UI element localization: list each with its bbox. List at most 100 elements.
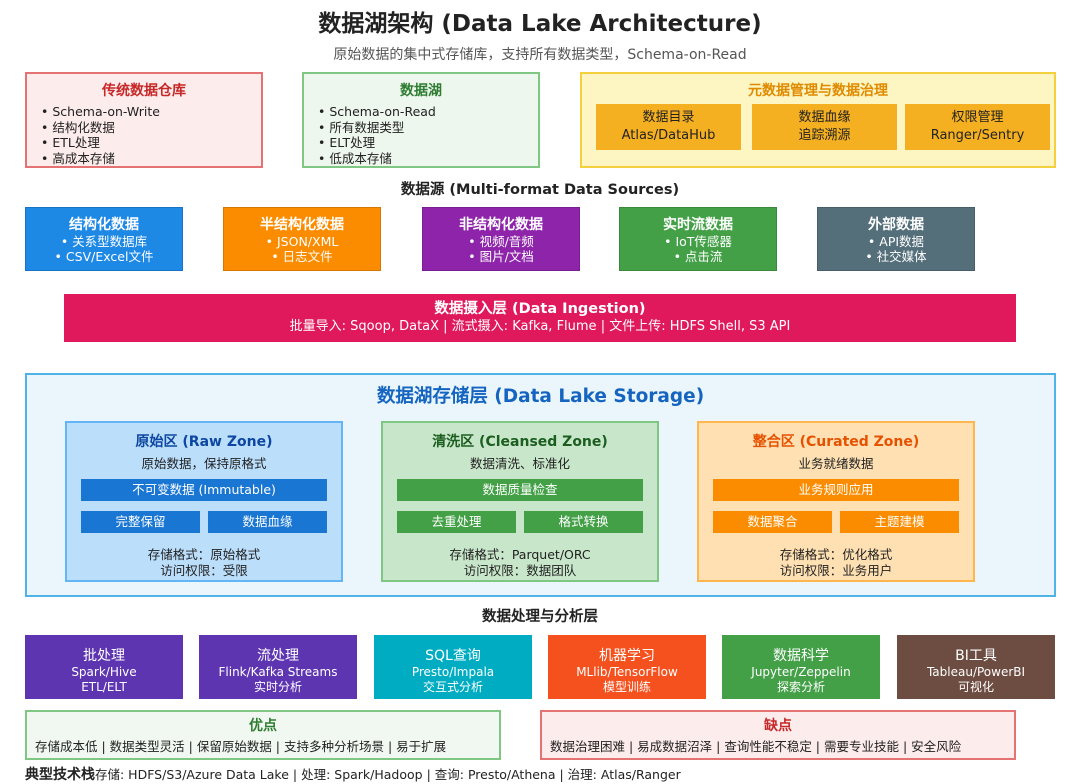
processing-label: 数据处理与分析层 bbox=[482, 609, 598, 625]
tech-text: 存储: HDFS/S3/Azure Data Lake | 处理: Spark/… bbox=[95, 767, 681, 782]
zone-subbar-right: 主题建模 bbox=[840, 511, 959, 533]
source-line: • 关系型数据库 bbox=[60, 234, 148, 249]
zone-footer: 存储格式：优化格式 访问权限：业务用户 bbox=[699, 547, 973, 579]
proc-stream: 流处理 Flink/Kafka Streams 实时分析 bbox=[199, 635, 357, 699]
diagram-title: 数据湖架构 (Data Lake Architecture) bbox=[318, 11, 762, 37]
proc-line: Jupyter/Zeppelin bbox=[751, 665, 851, 679]
proc-title: SQL查询 bbox=[425, 648, 481, 664]
metadata-title: 元数据管理与数据治理 bbox=[748, 83, 888, 99]
zone-subbar-right: 数据血缘 bbox=[208, 511, 327, 533]
lineage-desc: 追踪溯源 bbox=[798, 128, 851, 143]
ingestion-layer: 数据摄入层 (Data Ingestion) 批量导入: Sqoop, Data… bbox=[64, 294, 1016, 342]
proc-ml: 机器学习 MLlib/TensorFlow 模型训练 bbox=[548, 635, 706, 699]
warehouse-item: Schema-on-Write bbox=[41, 104, 247, 120]
zone-desc: 业务就绪数据 bbox=[798, 456, 874, 471]
source-structured: 结构化数据 • 关系型数据库 • CSV/Excel文件 bbox=[25, 207, 183, 271]
warehouse-title: 传统数据仓库 bbox=[102, 83, 186, 99]
catalog-box: 数据目录 Atlas/DataHub bbox=[596, 104, 741, 150]
tech-stack: 典型技术栈存储: HDFS/S3/Azure Data Lake | 处理: S… bbox=[25, 764, 1065, 784]
zone-desc: 数据清洗、标准化 bbox=[469, 456, 570, 471]
zone-format: 存储格式：优化格式 bbox=[779, 547, 893, 562]
zone-title: 原始区 (Raw Zone) bbox=[135, 434, 273, 450]
proc-batch: 批处理 Spark/Hive ETL/ELT bbox=[25, 635, 183, 699]
source-line: • 视频/音频 bbox=[468, 234, 534, 249]
lake-item: Schema-on-Read bbox=[318, 104, 524, 120]
zone-bar: 数据质量检查 bbox=[397, 479, 643, 501]
source-line: • IoT传感器 bbox=[664, 234, 732, 249]
proc-line: Flink/Kafka Streams bbox=[218, 665, 338, 679]
cons-title: 缺点 bbox=[764, 718, 792, 734]
source-semistructured: 半结构化数据 • JSON/XML • 日志文件 bbox=[223, 207, 381, 271]
zone-access: 访问权限：数据团队 bbox=[463, 563, 577, 578]
source-line: • API数据 bbox=[867, 234, 925, 249]
zone-format: 存储格式：Parquet/ORC bbox=[449, 547, 591, 562]
zone-title: 清洗区 (Cleansed Zone) bbox=[432, 434, 608, 450]
permission-tool: Ranger/Sentry bbox=[930, 128, 1025, 143]
tech-label: 典型技术栈 bbox=[25, 767, 95, 783]
proc-line: 可视化 bbox=[957, 680, 994, 694]
source-streaming: 实时流数据 • IoT传感器 • 点击流 bbox=[619, 207, 777, 271]
source-title: 外部数据 bbox=[868, 217, 924, 233]
lake-item: 低成本存储 bbox=[318, 151, 524, 167]
lineage-title: 数据血缘 bbox=[798, 110, 851, 125]
warehouse-item: 高成本存储 bbox=[41, 151, 247, 167]
source-line: • 社交媒体 bbox=[865, 249, 927, 264]
proc-line: 实时分析 bbox=[253, 680, 302, 694]
source-title: 结构化数据 bbox=[69, 217, 139, 233]
proc-title: 数据科学 bbox=[773, 648, 829, 664]
source-title: 非结构化数据 bbox=[459, 217, 543, 233]
zone-footer: 存储格式：Parquet/ORC 访问权限：数据团队 bbox=[383, 547, 657, 579]
proc-title: 流处理 bbox=[257, 648, 299, 664]
lake-item: 所有数据类型 bbox=[318, 120, 524, 136]
zone-subbar-left: 完整保留 bbox=[81, 511, 200, 533]
proc-title: 批处理 bbox=[83, 648, 125, 664]
proc-line: 模型训练 bbox=[602, 680, 651, 694]
lake-item: ELT处理 bbox=[318, 135, 524, 151]
catalog-title: 数据目录 bbox=[642, 110, 695, 125]
source-line: • 图片/文档 bbox=[468, 249, 534, 264]
source-external: 外部数据 • API数据 • 社交媒体 bbox=[817, 207, 975, 271]
curated-zone: 整合区 (Curated Zone) 业务就绪数据 业务规则应用 数据聚合 主题… bbox=[697, 421, 975, 582]
permission-box: 权限管理 Ranger/Sentry bbox=[905, 104, 1050, 150]
storage-title: 数据湖存储层 (Data Lake Storage) bbox=[376, 386, 705, 407]
zone-bar: 不可变数据 (Immutable) bbox=[81, 479, 327, 501]
proc-line: 交互式分析 bbox=[422, 680, 483, 694]
zone-bar: 业务规则应用 bbox=[713, 479, 959, 501]
warehouse-card: 传统数据仓库 Schema-on-Write 结构化数据 ETL处理 高成本存储 bbox=[25, 72, 263, 168]
raw-zone: 原始区 (Raw Zone) 原始数据，保持原格式 不可变数据 (Immutab… bbox=[65, 421, 343, 582]
proc-line: Spark/Hive bbox=[71, 665, 137, 679]
zone-subbar-left: 去重处理 bbox=[397, 511, 516, 533]
pros-box: 优点 存储成本低 | 数据类型灵活 | 保留原始数据 | 支持多种分析场景 | … bbox=[25, 710, 501, 760]
pros-title: 优点 bbox=[249, 718, 277, 734]
proc-title: BI工具 bbox=[955, 648, 997, 664]
proc-datascience: 数据科学 Jupyter/Zeppelin 探索分析 bbox=[722, 635, 880, 699]
ingestion-detail: 批量导入: Sqoop, DataX | 流式摄入: Kafka, Flume … bbox=[289, 319, 791, 334]
zone-footer: 存储格式：原始格式 访问权限：受限 bbox=[67, 547, 341, 579]
pros-text: 存储成本低 | 数据类型灵活 | 保留原始数据 | 支持多种分析场景 | 易于扩… bbox=[35, 739, 447, 754]
proc-line: Presto/Impala bbox=[411, 665, 495, 679]
zone-desc: 原始数据，保持原格式 bbox=[141, 456, 267, 471]
zone-format: 存储格式：原始格式 bbox=[147, 547, 261, 562]
source-line: • CSV/Excel文件 bbox=[54, 249, 154, 264]
diagram-subtitle: 原始数据的集中式存储库，支持所有数据类型，Schema-on-Read bbox=[333, 47, 747, 63]
catalog-tool: Atlas/DataHub bbox=[621, 128, 716, 143]
source-line: • 日志文件 bbox=[271, 249, 333, 264]
source-unstructured: 非结构化数据 • 视频/音频 • 图片/文档 bbox=[422, 207, 580, 271]
source-title: 半结构化数据 bbox=[260, 217, 344, 233]
sources-label: 数据源 (Multi-format Data Sources) bbox=[400, 182, 680, 198]
source-title: 实时流数据 bbox=[663, 217, 733, 233]
lake-title: 数据湖 bbox=[400, 83, 442, 99]
ingestion-title: 数据摄入层 (Data Ingestion) bbox=[434, 301, 646, 317]
zone-subbar-right: 格式转换 bbox=[524, 511, 643, 533]
proc-bi: BI工具 Tableau/PowerBI 可视化 bbox=[897, 635, 1055, 699]
lineage-box: 数据血缘 追踪溯源 bbox=[752, 104, 897, 150]
proc-line: ETL/ELT bbox=[81, 680, 127, 694]
proc-line: Tableau/PowerBI bbox=[926, 665, 1026, 679]
zone-access: 访问权限：受限 bbox=[160, 563, 248, 578]
source-line: • 点击流 bbox=[673, 249, 723, 264]
warehouse-item: ETL处理 bbox=[41, 135, 247, 151]
cons-box: 缺点 数据治理困难 | 易成数据沼泽 | 查询性能不稳定 | 需要专业技能 | … bbox=[540, 710, 1016, 760]
zone-subbar-left: 数据聚合 bbox=[713, 511, 832, 533]
cleansed-zone: 清洗区 (Cleansed Zone) 数据清洗、标准化 数据质量检查 去重处理… bbox=[381, 421, 659, 582]
permission-title: 权限管理 bbox=[951, 110, 1004, 125]
